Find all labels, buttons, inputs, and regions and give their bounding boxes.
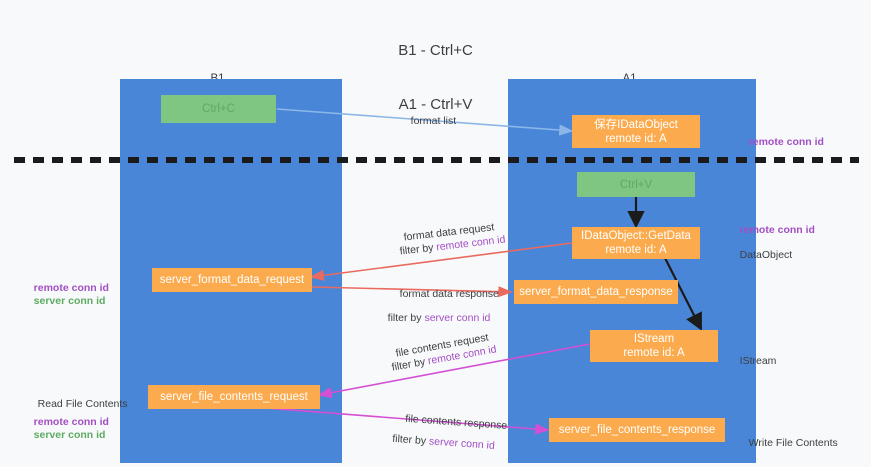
node-server-file-contents-request-label: server_file_contents_request xyxy=(160,391,308,403)
arrow-label-file-contents-response-filter: filter by server conn id xyxy=(379,419,496,466)
side-label-istream: IStream xyxy=(728,342,777,381)
side-label-write-file-contents: Write File Contents xyxy=(737,424,838,463)
side-label-left-remote-conn-id-bottom-text: remote conn id xyxy=(33,416,109,428)
side-label-write-file-contents-text: Write File Contents xyxy=(748,437,838,449)
side-label-read-file-contents-text: Read File Contents xyxy=(37,398,128,410)
node-getdata-line1: IDataObject::GetData xyxy=(581,230,691,242)
filter-prefix: filter by xyxy=(390,355,430,374)
side-label-remote-conn-id-middle-text: remote conn id xyxy=(739,224,815,236)
node-istream[interactable]: IStream remote id: A xyxy=(590,330,718,362)
arrow-label-format-list: format list xyxy=(399,102,457,141)
node-server-format-data-request[interactable]: server_format_data_request xyxy=(152,268,312,292)
node-server-file-contents-request[interactable]: server_file_contents_request xyxy=(148,385,320,409)
node-idataobject-getdata[interactable]: IDataObject::GetData remote id: A xyxy=(572,227,700,259)
side-label-remote-conn-id-top-text: remote conn id xyxy=(748,136,824,148)
side-label-istream-text: IStream xyxy=(739,355,777,367)
filter-prefix: filter by xyxy=(387,312,425,324)
arrow-label-format-list-text: format list xyxy=(410,115,457,127)
node-ctrl-v[interactable]: Ctrl+V xyxy=(577,172,695,197)
node-getdata-line2: remote id: A xyxy=(605,244,667,256)
filter-prefix: filter by xyxy=(391,432,430,448)
side-label-left-remote-conn-id-middle-text: remote conn id xyxy=(33,282,109,294)
phase-divider xyxy=(14,157,859,163)
side-label-left-server-conn-id-bottom-text: server conn id xyxy=(33,429,106,441)
side-label-left-server-conn-id-bottom: server conn id xyxy=(22,416,106,455)
node-server-file-contents-response[interactable]: server_file_contents_response xyxy=(549,418,725,442)
side-label-dataobject: DataObject xyxy=(728,236,793,275)
node-istream-line1: IStream xyxy=(633,333,675,345)
filter-key-server-conn-id: server conn id xyxy=(424,312,491,324)
node-server-format-data-response[interactable]: server_format_data_response xyxy=(514,280,678,304)
node-server-format-data-request-label: server_format_data_request xyxy=(159,274,305,286)
node-server-file-contents-response-label: server_file_contents_response xyxy=(558,424,716,436)
arrow-label-format-data-response-text: format data response xyxy=(399,288,499,300)
side-label-left-server-conn-id-middle-text: server conn id xyxy=(33,295,106,307)
filter-key-remote-conn-id: remote conn id xyxy=(435,233,506,254)
node-server-format-data-response-label: server_format_data_response xyxy=(519,286,673,298)
side-label-left-remote-conn-id-middle: remote conn id xyxy=(22,269,109,308)
side-label-dataobject-text: DataObject xyxy=(739,249,793,261)
filter-key-remote-conn-id: remote conn id xyxy=(426,343,498,368)
arrow-label-format-data-response-filter: filter by server conn id xyxy=(376,299,491,338)
node-save-idataobject-line1: 保存IDataObject xyxy=(594,118,678,131)
side-label-remote-conn-id-middle: remote conn id xyxy=(728,211,815,250)
side-label-left-remote-conn-id-bottom: remote conn id xyxy=(22,403,109,442)
node-ctrl-c-label: Ctrl+C xyxy=(202,103,235,115)
side-label-remote-conn-id-top: remote conn id xyxy=(737,123,824,162)
filter-prefix: filter by xyxy=(399,241,437,258)
node-istream-line2: remote id: A xyxy=(623,347,685,359)
side-label-read-file-contents: Read File Contents xyxy=(26,385,128,424)
node-save-idataobject-line2: remote id: A xyxy=(605,132,667,145)
title-line-1: B1 - Ctrl+C xyxy=(398,42,473,59)
arrow-label-format-data-response: format data response xyxy=(388,275,499,314)
side-label-left-server-conn-id-middle: server conn id xyxy=(22,282,106,321)
node-ctrl-v-label: Ctrl+V xyxy=(619,178,653,191)
node-save-idataobject[interactable]: 保存IDataObject remote id: A xyxy=(572,115,700,148)
node-ctrl-c[interactable]: Ctrl+C xyxy=(161,95,276,123)
filter-key-server-conn-id: server conn id xyxy=(428,435,496,452)
